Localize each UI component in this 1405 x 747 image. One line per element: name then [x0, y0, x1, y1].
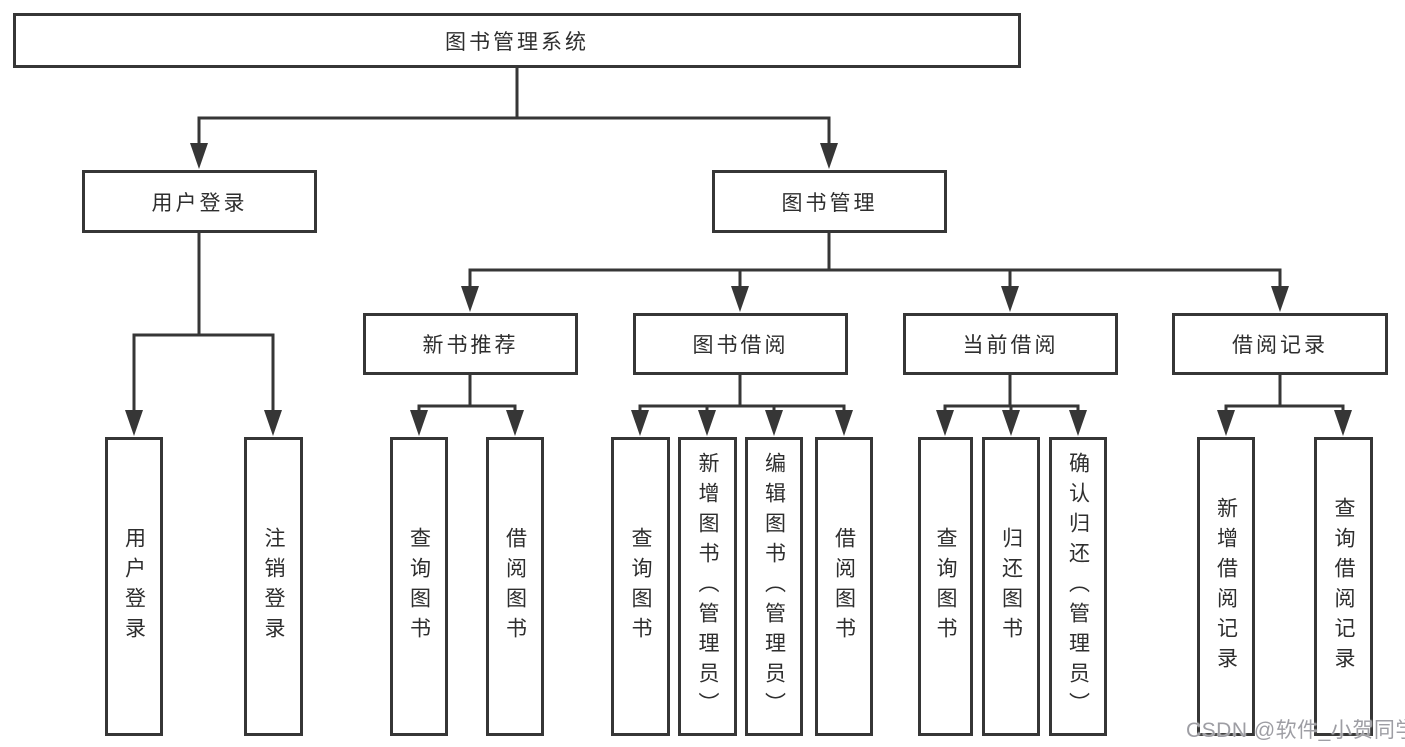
leaf-borrow-books-recommend-label: 借阅图书 [503, 526, 527, 647]
node-new-book-recommendation: 新书推荐 [363, 313, 578, 375]
node-book-management: 图书管理 [712, 170, 947, 233]
leaf-borrow-books-recommend: 借阅图书 [486, 437, 544, 736]
leaf-confirm-return-admin: 确认归还（管理员） [1049, 437, 1107, 736]
leaf-query-books-recommend: 查询图书 [390, 437, 448, 736]
leaf-query-books-current: 查询图书 [918, 437, 973, 736]
leaf-user-login-label: 用户登录 [122, 526, 146, 647]
node-library-management-system: 图书管理系统 [13, 13, 1021, 68]
node-borrowing-records: 借阅记录 [1172, 313, 1388, 375]
leaf-edit-books-admin-label: 编辑图书（管理员） [762, 451, 786, 722]
leaf-query-borrow-record-label: 查询借阅记录 [1332, 496, 1355, 677]
leaf-add-borrow-record: 新增借阅记录 [1197, 437, 1255, 736]
leaf-query-borrow-record: 查询借阅记录 [1314, 437, 1373, 736]
leaf-return-books: 归还图书 [982, 437, 1040, 736]
node-user-login: 用户登录 [82, 170, 317, 233]
leaf-query-books-recommend-label: 查询图书 [407, 526, 431, 647]
leaf-user-login: 用户登录 [105, 437, 163, 736]
leaf-query-books-borrowing-label: 查询图书 [629, 526, 652, 647]
leaf-borrow-books: 借阅图书 [815, 437, 873, 736]
node-book-borrowing: 图书借阅 [633, 313, 848, 375]
csdn-watermark: CSDN @软件_小贺同学 [1186, 719, 1405, 742]
leaf-add-borrow-record-label: 新增借阅记录 [1214, 496, 1238, 677]
tree-edges [132, 66, 1345, 414]
leaf-borrow-books-label: 借阅图书 [832, 526, 856, 647]
arrowheads [125, 143, 1352, 436]
leaf-query-books-current-label: 查询图书 [934, 526, 957, 647]
leaf-add-books-admin: 新增图书（管理员） [678, 437, 737, 736]
leaf-logout-label: 注销登录 [262, 526, 285, 647]
node-current-borrowing: 当前借阅 [903, 313, 1118, 375]
leaf-logout: 注销登录 [244, 437, 303, 736]
leaf-confirm-return-admin-label: 确认归还（管理员） [1066, 451, 1090, 722]
leaf-query-books-borrowing: 查询图书 [611, 437, 670, 736]
leaf-add-books-admin-label: 新增图书（管理员） [696, 451, 719, 722]
leaf-return-books-label: 归还图书 [999, 526, 1023, 647]
leaf-edit-books-admin: 编辑图书（管理员） [745, 437, 803, 736]
